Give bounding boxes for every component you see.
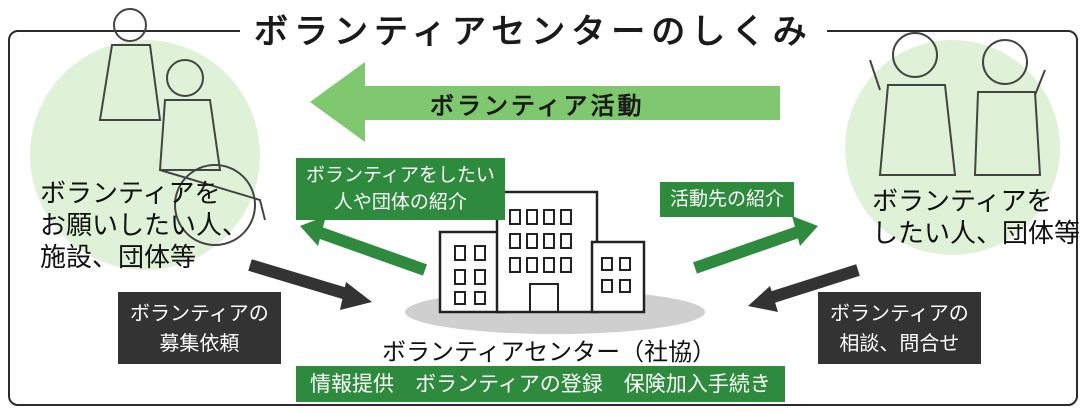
introduce-activity-arrow: [693, 216, 818, 274]
introduce-activity-box: 活動先の紹介: [660, 182, 795, 217]
recruit-request-arrow: [248, 259, 372, 310]
services-bar: 情報提供 ボランティアの登録 保険加入手続き: [296, 366, 785, 402]
consultation-line: 相談、問合せ: [839, 331, 960, 355]
introduce-people-arrow: [300, 216, 428, 276]
consultation-box: ボランティアの 相談、問合せ: [818, 292, 981, 364]
right-group-label: ボランティアを したい人、団体等: [872, 186, 1080, 250]
introduce-people-box: ボランティアをしたい 人や団体の紹介: [296, 158, 505, 220]
left-group-line: ボランティアを: [40, 179, 221, 209]
introduce-people-line: 人や団体の紹介: [333, 191, 467, 213]
right-group-line: ボランティアを: [872, 187, 1053, 217]
center-name: ボランティアセンター（社協）: [382, 338, 717, 366]
introduce-people-line: ボランティアをしたい: [306, 164, 495, 186]
diagram-title: ボランティアセンターのしくみ: [240, 4, 827, 53]
center-building-icon: [405, 190, 705, 334]
right-group-line: したい人、団体等: [872, 219, 1081, 249]
consultation-arrow: [748, 264, 860, 312]
recruit-request-line: ボランティアの: [130, 301, 269, 325]
activity-arrow: [310, 62, 780, 142]
activity-arrow-label: ボランティア活動: [430, 92, 645, 120]
left-group-line: お願いしたい人、: [40, 211, 249, 241]
recruit-request-box: ボランティアの 募集依頼: [118, 292, 281, 364]
left-group-label: ボランティアを お願いしたい人、 施設、団体等: [40, 178, 248, 274]
consultation-line: ボランティアの: [830, 301, 969, 325]
right-people-illustration: [869, 32, 1046, 176]
left-group-circle: [30, 40, 260, 270]
recruit-request-line: 募集依頼: [159, 331, 240, 355]
left-group-line: 施設、団体等: [40, 243, 197, 273]
left-people-illustration: [98, 8, 266, 246]
